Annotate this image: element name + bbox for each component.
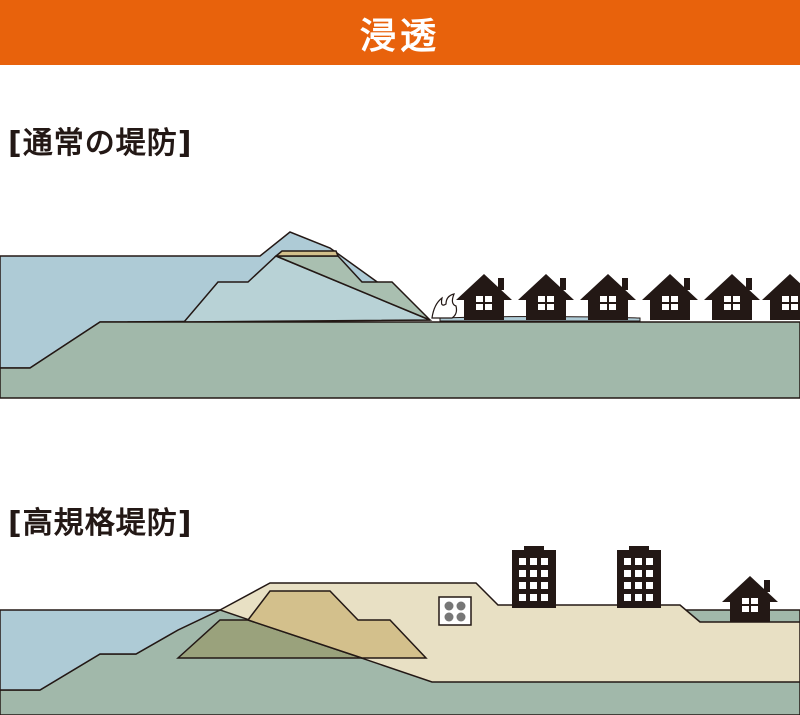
- page-title: 浸透: [359, 15, 440, 57]
- normal-levee-diagram: [0, 231, 800, 399]
- seepage-spray-icon: [431, 293, 458, 319]
- house-icon: [456, 274, 512, 320]
- apartment-building-icon: [512, 546, 556, 608]
- normal-levee-label: [通常の堤防]: [8, 126, 193, 161]
- house-icon: [722, 576, 778, 622]
- house-icon: [518, 274, 574, 320]
- super-levee-label: [高規格堤防]: [8, 506, 193, 541]
- utility-box-icon: [438, 596, 472, 626]
- house-icon: [704, 274, 760, 320]
- infiltration-zone: [182, 255, 431, 323]
- house-icon: [762, 274, 800, 320]
- super-levee-diagram: [0, 546, 800, 715]
- apartment-building-icon: [617, 546, 661, 608]
- house-icon: [580, 274, 636, 320]
- river-water: [0, 609, 221, 691]
- title-banner: 浸透: [0, 0, 800, 65]
- levee-crest: [273, 250, 340, 257]
- ground: [0, 321, 800, 399]
- house-icon: [642, 274, 698, 320]
- house-row: [456, 274, 800, 320]
- levee-core: [246, 590, 428, 659]
